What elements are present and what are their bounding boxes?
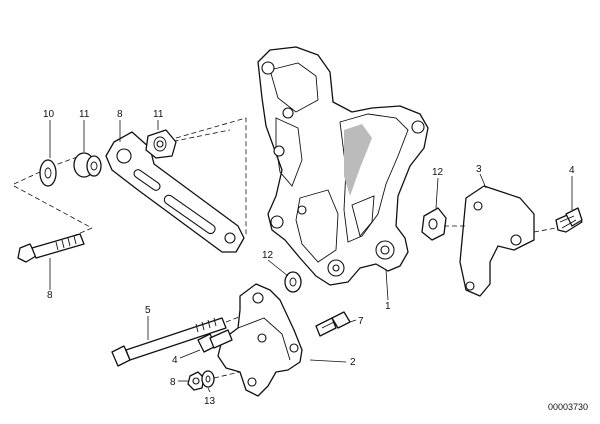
bracket-part-3 <box>444 185 557 297</box>
callout-8-bottom: 8 <box>47 290 53 301</box>
callout-11-right: 11 <box>153 109 164 120</box>
bushing-part-11-right <box>145 129 177 159</box>
washer-part-13 <box>201 370 241 388</box>
callout-5: 5 <box>145 305 151 316</box>
callout-1: 1 <box>385 301 391 312</box>
bolt-part-4-right <box>555 207 583 233</box>
callout-4-lower: 4 <box>172 355 178 366</box>
adjusting-strap-part-8 <box>105 131 245 253</box>
callout-labels: 6 10 11 8 11 8 12 1 12 3 4 5 7 4 2 8 8 1… <box>43 109 588 412</box>
callout-11-left: 11 <box>79 109 90 120</box>
bushing-part-12-right <box>421 207 447 241</box>
callout-7: 7 <box>358 316 364 327</box>
reference-number: 00003730 <box>548 402 588 412</box>
leader-lines <box>49 120 573 393</box>
bolt-part-7 <box>315 311 351 337</box>
bolt-part-4-lower <box>197 329 233 353</box>
long-bolt-part-5 <box>111 311 253 367</box>
washer-part-10 <box>39 159 57 187</box>
bushing-part-11-left <box>73 152 102 178</box>
assembly-lines-upper <box>13 117 247 259</box>
nut-part-8-lower <box>187 371 205 391</box>
bolt-part-8 <box>17 233 85 263</box>
callout-3: 3 <box>476 164 482 175</box>
callout-10-text: 10 <box>43 109 55 120</box>
washer-part-12-center <box>284 271 302 293</box>
callout-4-right: 4 <box>569 165 575 176</box>
callout-2: 2 <box>350 357 356 368</box>
callout-12-center: 12 <box>262 250 274 261</box>
callout-13: 13 <box>204 396 216 407</box>
callout-12-right: 12 <box>432 167 444 178</box>
callout-8-nut: 8 <box>170 377 176 388</box>
main-bracket-part-1 <box>257 46 429 286</box>
callout-8-top: 8 <box>117 109 123 120</box>
